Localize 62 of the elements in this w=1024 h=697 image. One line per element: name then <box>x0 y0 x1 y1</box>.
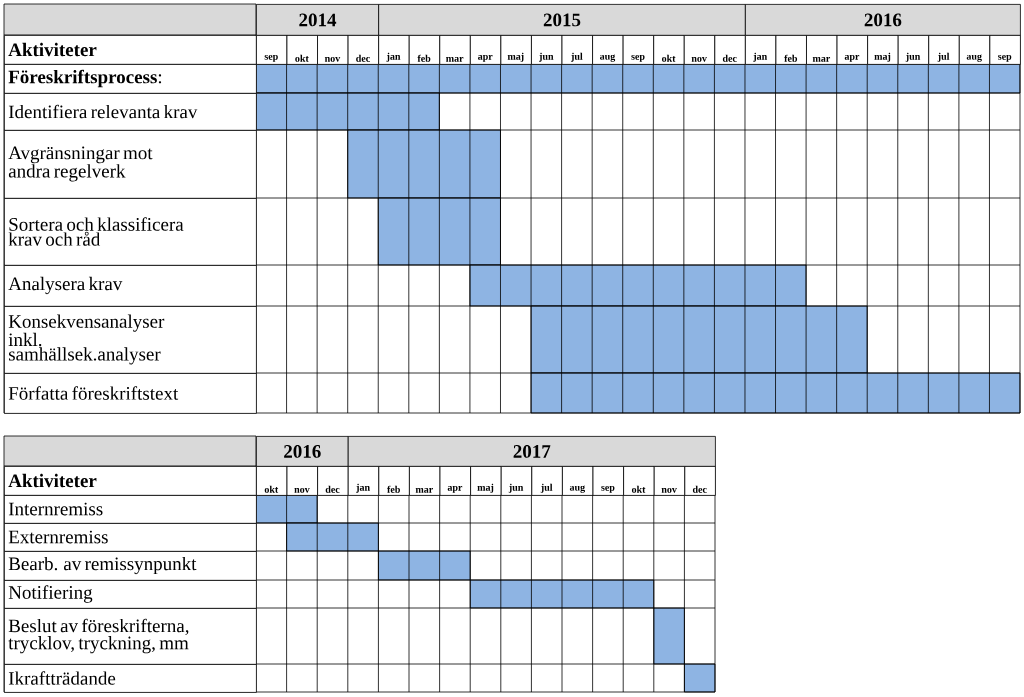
year-header-cell: 2016 <box>256 436 349 467</box>
month-header-cell: mar <box>409 466 441 496</box>
month-header-cell: sep <box>989 35 1021 65</box>
month-header-cell: apr <box>836 35 868 65</box>
gantt-bar <box>286 522 379 552</box>
month-header-cell: apr <box>439 466 471 496</box>
month-header-cell: okt <box>653 35 685 65</box>
activity-cell: Ikraftträdande <box>4 664 257 693</box>
month-header-cell: jun <box>500 466 533 496</box>
month-header-cell: okt <box>286 35 318 65</box>
activity-cell: Notifiering <box>4 580 257 609</box>
month-header-cell: nov <box>683 35 716 65</box>
gantt-bar <box>530 305 868 374</box>
month-header-cell: aug <box>562 466 594 496</box>
month-header-cell: sep <box>622 35 655 65</box>
month-header-cell: okt <box>623 466 655 496</box>
activity-cell: Författa föreskriftstext <box>4 373 257 414</box>
month-header-cell: jul <box>561 35 593 65</box>
activity-cell: Analysera krav <box>4 265 257 307</box>
activity-cell: Föreskriftsprocess: <box>4 64 257 94</box>
activity-cell: Avgränsningar mot andra regelverk <box>4 130 257 199</box>
month-header-cell: maj <box>500 35 532 65</box>
month-header-cell: aug <box>958 35 991 65</box>
month-header-cell: dec <box>347 35 380 65</box>
month-header-cell: jun <box>531 35 563 65</box>
month-header-cell: dec <box>714 35 746 65</box>
activity-cell: Sortera och klassificera krav och råd <box>4 198 257 266</box>
month-header-cell: jul <box>531 466 563 496</box>
gantt-bar <box>530 372 1021 414</box>
month-header-cell: nov <box>286 466 318 496</box>
month-header-cell: feb <box>775 35 807 65</box>
year-header-cell: 2016 <box>744 4 1021 36</box>
month-header-cell: jan <box>378 35 410 65</box>
activity-cell: Konsekvensanalyser inkl. samhällsek.analyser <box>4 306 257 374</box>
month-header-cell: sep <box>256 35 288 65</box>
month-header-cell: maj <box>470 466 502 496</box>
month-header-cell: dec <box>317 466 349 496</box>
month-header-cell: okt <box>256 466 288 496</box>
activity-cell: Internremiss <box>4 495 257 524</box>
activity-cell: Identifiera relevanta krav <box>4 93 257 131</box>
month-header-cell: mar <box>439 35 471 65</box>
gantt-bar <box>653 607 685 665</box>
year-header-cell: 2014 <box>256 4 380 36</box>
month-header-cell: sep <box>592 466 624 496</box>
month-header-cell: jan <box>347 466 380 496</box>
month-header-cell: nov <box>653 466 686 496</box>
month-header-cell: nov <box>317 35 349 65</box>
month-header-cell: feb <box>378 466 410 496</box>
activity-cell: Beslut av föreskrifterna, trycklov, tryckning, mm <box>4 608 257 665</box>
gantt-bar <box>377 197 501 266</box>
month-header-cell: jan <box>744 35 777 65</box>
month-header-cell: mar <box>806 35 838 65</box>
gantt-bar <box>347 129 501 199</box>
month-header-cell: jul <box>928 35 960 65</box>
month-header-cell: dec <box>684 466 716 496</box>
month-header-cell: maj <box>867 35 899 65</box>
month-header-cell: feb <box>408 35 441 65</box>
month-header-cell: apr <box>469 35 502 65</box>
month-header-cell: aug <box>592 35 624 65</box>
activity-cell: Bearb. av remissynpunkt <box>4 551 257 581</box>
activity-cell: Externremiss <box>4 523 257 552</box>
month-header-cell: jun <box>897 35 930 65</box>
